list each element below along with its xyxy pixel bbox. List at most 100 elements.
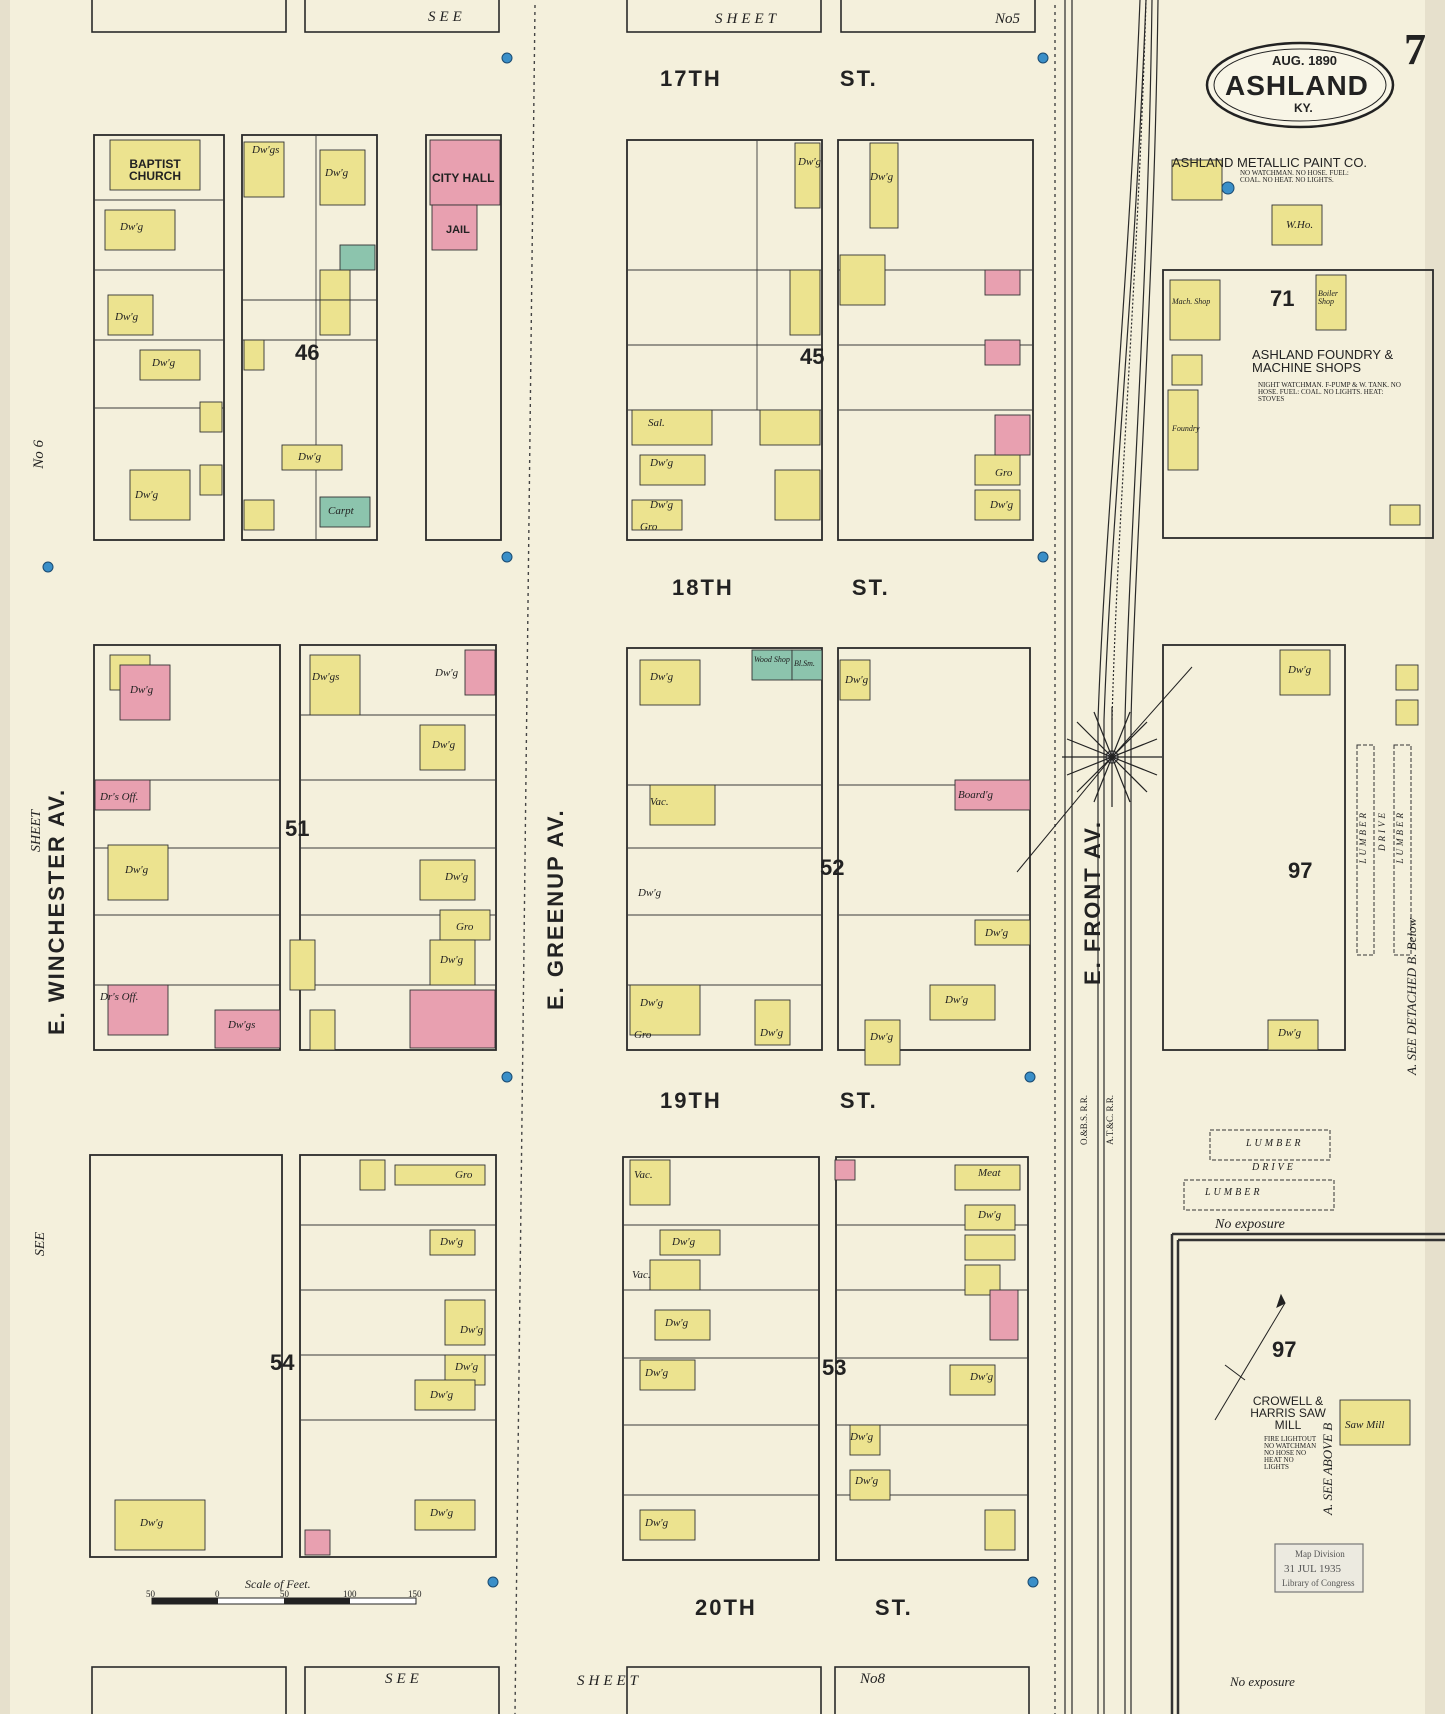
title-cartouche: [1205, 41, 1395, 129]
left-sheet: SHEET: [29, 810, 44, 852]
left-see: SEE: [33, 1232, 48, 1257]
bottom-sheet: SHEET: [577, 1673, 642, 1689]
block-51: 51: [285, 816, 310, 841]
stone-buildings: [319, 244, 823, 681]
title-date: AUG. 1890: [1272, 53, 1338, 68]
saw-mill-boundary: [1170, 1232, 1445, 1714]
drive-vert: DRIVE: [1377, 810, 1387, 851]
bldg-dwg-a: Dw'g: [120, 221, 144, 233]
no-exposure-bottom: No exposure: [1230, 1674, 1295, 1689]
bldg-wh: W.Ho.: [1286, 219, 1314, 231]
bldg-dwg-w: Dw'g: [445, 871, 469, 883]
bldg-dwg-bb: Dw'g: [1278, 1027, 1302, 1039]
bldg-dwg-ag: Dw'g: [985, 927, 1009, 939]
scale-tick-100: 100: [343, 1589, 357, 1599]
bldg-carpet: Carpt: [328, 505, 354, 517]
bldg-meat: Meat: [978, 1167, 1001, 1179]
bldg-vac-a: Vac.: [650, 796, 669, 808]
bldg-boiler-shop: Boiler Shop: [1318, 289, 1338, 306]
jail-label: JAIL: [446, 224, 470, 236]
bldg-dwg-ac: Dw'g: [640, 997, 664, 1009]
stamp-line3: Library of Congress: [1282, 1578, 1355, 1588]
scale-bar: [151, 1597, 417, 1605]
bldg-gro-ad: Gro: [634, 1029, 652, 1041]
bottom-see: SEE: [385, 1671, 423, 1687]
saw-mill-note: FIRE LIGHTOUT NO WATCHMAN NO HOSE NO HEA…: [1264, 1435, 1317, 1471]
block-97-upper: 97: [1288, 858, 1313, 883]
library-stamp: [1274, 1543, 1364, 1593]
street-greenup: E. GREENUP AV.: [543, 808, 568, 1010]
block-71: 71: [1270, 286, 1295, 311]
block-46: 46: [295, 340, 320, 365]
bldg-foundry-vert: Foundry: [1172, 424, 1200, 433]
street-19th: 19TH ST.: [660, 1088, 878, 1113]
bldg-drs-off-p: Dr's Off.: [100, 791, 139, 803]
bldg-dwg-ba: Dw'g: [1288, 664, 1312, 676]
bldg-dwg-n: Dw'g: [990, 499, 1014, 511]
city-hall-label: CITY HALL: [432, 171, 495, 185]
street-winchester: E. WINCHESTER AV.: [44, 787, 69, 1035]
bldg-dwg-af: Dw'g: [845, 674, 869, 686]
street-front: E. FRONT AV.: [1080, 820, 1105, 985]
brick-buildings: [94, 139, 1031, 1556]
bldg-dwg-ak: Dw'g: [440, 1236, 464, 1248]
lumber-label-1: LUMBER: [1246, 1138, 1304, 1149]
stamp-line2: 31 JUL 1935: [1284, 1563, 1342, 1575]
left-no: No 6: [31, 440, 47, 469]
compass-rose: [1016, 666, 1193, 873]
bldg-dwg-i: Dw'g: [870, 171, 894, 183]
bldg-dwg-ar: Dw'g: [672, 1236, 696, 1248]
railroad-atc: A.T.&C. R.R.: [1105, 1095, 1115, 1145]
bldg-dwg-c: Dw'g: [152, 357, 176, 369]
block-54: 54: [270, 1350, 295, 1375]
bldg-boarding: Board'g: [958, 789, 993, 801]
title-state: KY.: [1294, 101, 1313, 115]
lumber-vert-2: LUMBER: [1395, 810, 1405, 864]
bldg-dwg-d: Dw'g: [135, 489, 159, 501]
bldg-gro-l: Gro: [640, 521, 658, 533]
bldg-dwg-u: Dw'g: [435, 667, 459, 679]
foundry-label: ASHLAND FOUNDRY & MACHINE SHOPS: [1252, 347, 1394, 375]
scale-tick-150: 150: [408, 1589, 422, 1599]
bldg-dwg-av: Dw'g: [645, 1517, 669, 1529]
drive-label: DRIVE: [1252, 1162, 1296, 1173]
saw-mill-label: CROWELL & HARRIS SAW MILL: [1250, 1394, 1326, 1432]
street-17th: 17TH ST.: [660, 66, 878, 91]
lumber-vert-1: LUMBER: [1358, 810, 1368, 864]
bldg-dwg-z: Dw'g: [650, 671, 674, 683]
bldg-dwg-j: Dw'g: [650, 457, 674, 469]
bldg-dwg-k: Dw'g: [650, 499, 674, 511]
bldg-drs-off-r: Dr's Off.: [100, 991, 139, 1003]
bldg-dwg-f: Dw'g: [325, 167, 349, 179]
bldg-gro-aj: Gro: [455, 1169, 473, 1181]
bldg-dwg-b: Dw'g: [115, 311, 139, 323]
baptist-church-label: BAPTIST CHURCH: [129, 157, 181, 183]
bldg-dwg-ah: Dw'g: [945, 994, 969, 1006]
scale-tick-50b: 50: [280, 1589, 289, 1599]
north-arrow: [1214, 1293, 1286, 1421]
bldg-dwgs-t: Dw'gs: [312, 671, 340, 683]
bldg-dwgs-e: Dw'gs: [252, 144, 280, 156]
bldg-dwg-ab: Dw'g: [638, 887, 662, 899]
block-53: 53: [822, 1355, 847, 1380]
bldg-dwg-h: Dw'g: [798, 156, 822, 168]
scale-tick-50a: 50: [146, 1589, 155, 1599]
bldg-dwg-ay: Dw'g: [850, 1431, 874, 1443]
top-see: SEE: [428, 9, 466, 25]
bldg-dwg-an: Dw'g: [430, 1389, 454, 1401]
bldg-gro-m: Gro: [995, 467, 1013, 479]
bldg-sal: Sal.: [648, 417, 665, 429]
bottom-no: No8: [860, 1671, 886, 1687]
hydrants: [42, 52, 1235, 1588]
metallic-paint-note: NO WATCHMAN. NO HOSE. FUEL: COAL. NO HEA…: [1240, 169, 1349, 184]
block-52: 52: [820, 855, 845, 880]
bldg-dwg-y: Dw'g: [440, 954, 464, 966]
stamp-line1: Map Division: [1295, 1549, 1345, 1559]
lumber-label-2: LUMBER: [1205, 1187, 1263, 1198]
block-97-lower: 97: [1272, 1337, 1297, 1362]
top-no: No5: [995, 11, 1021, 27]
railroad-tracks: [1064, 0, 1159, 1714]
railroad-obs: O.&B.S. R.R.: [1079, 1095, 1089, 1146]
